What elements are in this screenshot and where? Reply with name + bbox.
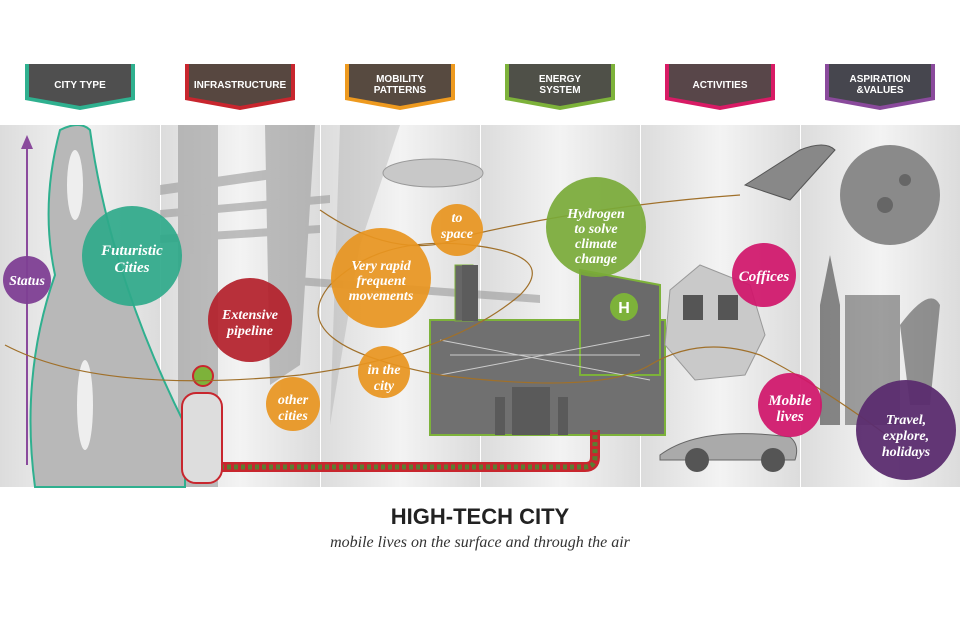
rocket-icon bbox=[743, 144, 836, 201]
header-label: ENERGY SYSTEM bbox=[538, 74, 582, 96]
status-arrow bbox=[21, 135, 33, 465]
hydrogen-badge: H bbox=[610, 293, 638, 321]
bubble-coffices: Coffices bbox=[732, 243, 796, 307]
futuristic-tower bbox=[29, 125, 186, 488]
header-label: INFRASTRUCTURE bbox=[193, 79, 287, 91]
svg-text:Coffices: Coffices bbox=[739, 269, 790, 285]
svg-text:Travel,explore,holidays: Travel,explore,holidays bbox=[882, 413, 931, 460]
factory bbox=[429, 264, 666, 436]
svg-text:H: H bbox=[618, 300, 630, 317]
header-mobility-patterns: MOBILITY PATTERNS bbox=[345, 64, 455, 110]
diagram-title: HIGH-TECH CITY bbox=[390, 504, 570, 529]
bubble-status: Status bbox=[3, 256, 51, 304]
svg-text:Status: Status bbox=[9, 274, 45, 289]
header-label: ACTIVITIES bbox=[692, 79, 748, 91]
header-label: CITY TYPE bbox=[54, 79, 106, 91]
hydrogen-station-icon bbox=[192, 365, 214, 387]
header-activities: ACTIVITIES bbox=[665, 64, 775, 110]
header-city-type: CITY TYPE bbox=[25, 64, 135, 110]
header-label: ASPIRATION &VALUES bbox=[849, 74, 911, 96]
hover-disc bbox=[382, 158, 484, 188]
header-label: MOBILITY PATTERNS bbox=[373, 74, 427, 96]
bubble-travel: Travel,explore,holidays bbox=[856, 380, 956, 480]
diagram-subtitle: mobile lives on the surface and through … bbox=[330, 534, 630, 551]
header-aspiration-values: ASPIRATION &VALUES bbox=[825, 64, 935, 110]
header-energy-system: ENERGY SYSTEM bbox=[505, 64, 615, 110]
car-icon bbox=[659, 433, 798, 472]
header-infrastructure: INFRASTRUCTURE bbox=[185, 64, 295, 110]
moon-icon bbox=[840, 145, 940, 245]
